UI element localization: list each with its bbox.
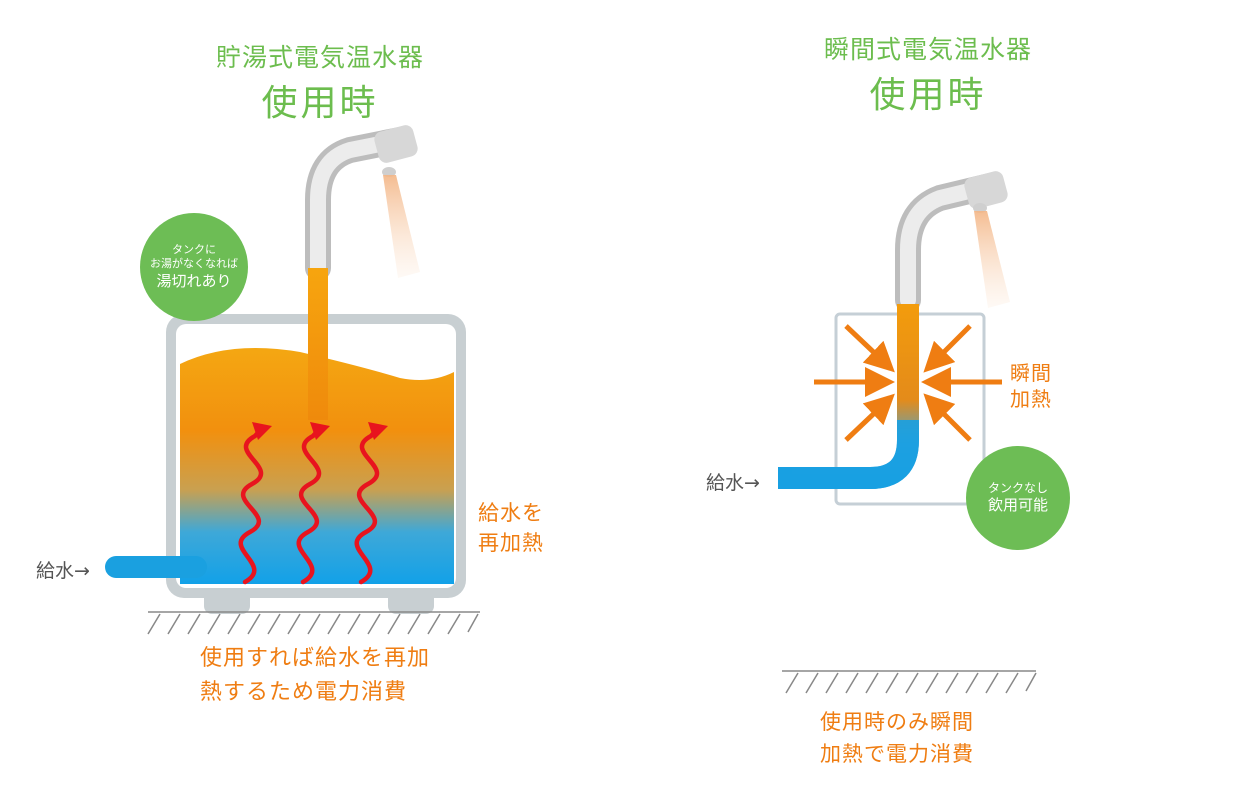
left-bubble-line2: お湯がなくなれば [150, 257, 238, 270]
left-inlet-label: 給水→ [36, 560, 90, 582]
left-reheat-line1: 給水を [478, 501, 544, 525]
right-caption-line1: 使用時のみ瞬間 [820, 710, 974, 734]
right-ground [782, 670, 1037, 694]
left-title-line1: 貯湯式電気温水器 [215, 43, 424, 72]
right-inlet-label: 給水→ [706, 472, 760, 494]
left-outlet-pipe [308, 268, 328, 420]
heat-waves [238, 425, 381, 585]
left-bubble: タンクに お湯がなくなれば 湯切れあり [140, 213, 248, 321]
left-reheat-label: 給水を 再加熱 [478, 498, 544, 558]
right-heat-label: 瞬間 加熱 [1010, 360, 1052, 412]
right-bubble-line1: タンクなし [987, 481, 1048, 495]
left-reheat-line2: 再加熱 [478, 531, 544, 555]
right-title-line2: 使用時 [869, 75, 987, 116]
right-caption: 使用時のみ瞬間 加熱で電力消費 [820, 706, 974, 770]
right-heat-line1: 瞬間 [1010, 361, 1052, 385]
right-caption-line2: 加熱で電力消費 [820, 742, 974, 766]
right-faucet [895, 171, 1010, 313]
left-caption: 使用すれば給水を再加 熱するため電力消費 [200, 642, 430, 710]
right-heat-line2: 加熱 [1010, 387, 1052, 411]
right-bubble-line2: 飲用可能 [987, 496, 1048, 514]
left-caption-line2: 熱するため電力消費 [200, 680, 408, 705]
left-caption-line1: 使用すれば給水を再加 [200, 646, 431, 671]
instant-heat-arrows [814, 324, 1002, 442]
tank-foot-left [204, 590, 250, 614]
heat-wave-arrowheads [252, 422, 388, 440]
left-bubble-line3: 湯切れあり [156, 272, 232, 290]
left-ground [147, 611, 480, 635]
tank-foot-right [388, 590, 434, 614]
left-faucet [305, 125, 420, 281]
left-bubble-line1: タンクに [172, 243, 216, 256]
left-title-line2: 使用時 [261, 83, 379, 124]
right-bubble: タンクなし 飲用可能 [966, 446, 1070, 550]
right-title-line1: 瞬間式電気温水器 [823, 35, 1032, 64]
